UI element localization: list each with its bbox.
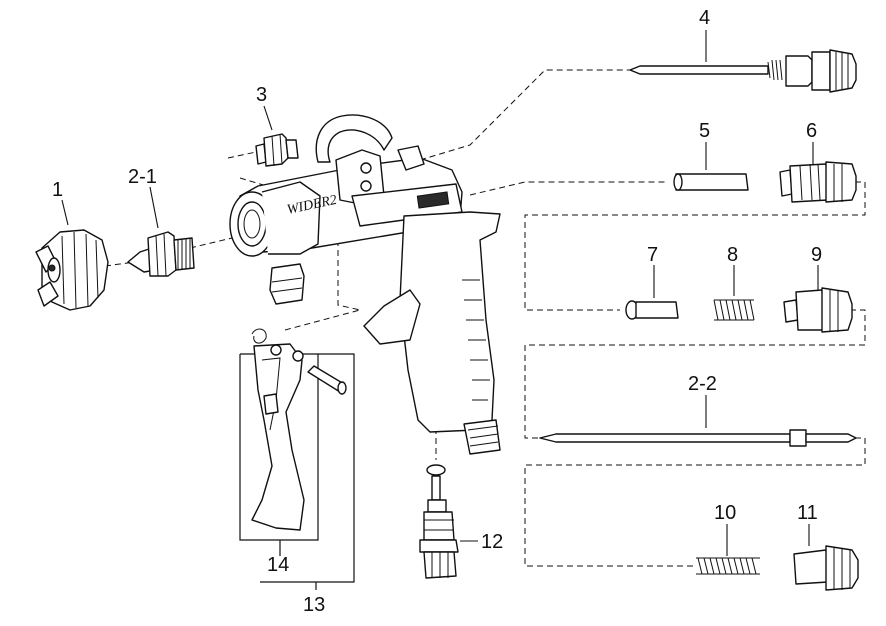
part-12-air-valve: [419, 464, 459, 579]
callout-6: 6: [806, 120, 817, 142]
leader-lines: [61, 30, 819, 556]
part-8-spring: [713, 299, 755, 321]
spray-gun-body: WIDER2: [229, 114, 501, 455]
assembly-guide-lines: [104, 69, 866, 567]
callout-2-1: 2-1: [128, 166, 157, 188]
callout-14: 14: [267, 554, 289, 576]
part-3-fitting: [255, 133, 299, 167]
part-10-spring: [696, 557, 760, 575]
callout-12: 12: [481, 531, 503, 553]
part-5-sleeve: [673, 173, 749, 191]
part-2-2-fluid-needle: [539, 429, 857, 447]
part-2-1-fluid-nozzle: [127, 231, 195, 277]
callout-1: 1: [52, 179, 63, 201]
callout-4: 4: [699, 7, 710, 29]
part-1-air-cap: [35, 229, 109, 311]
part-13-14-trigger-assembly: [239, 328, 355, 590]
callout-7: 7: [647, 244, 658, 266]
callout-2-2: 2-2: [688, 373, 717, 395]
part-4-needle-assembly: [629, 49, 857, 93]
callout-8: 8: [727, 244, 738, 266]
callout-9: 9: [811, 244, 822, 266]
callout-labels: 1 2-1 3 4 5 6 7 8 9 2-2 10 11 12 14 13: [52, 7, 822, 616]
callout-3: 3: [256, 84, 267, 106]
part-6-housing: [779, 161, 857, 203]
callout-11: 11: [797, 502, 818, 524]
part-11-adjustment-knob: [793, 545, 859, 591]
part-7-piston: [625, 300, 679, 320]
callout-10: 10: [714, 502, 736, 524]
callout-13: 13: [303, 594, 325, 616]
callout-5: 5: [699, 120, 710, 142]
part-9-valve-seat: [783, 287, 853, 333]
